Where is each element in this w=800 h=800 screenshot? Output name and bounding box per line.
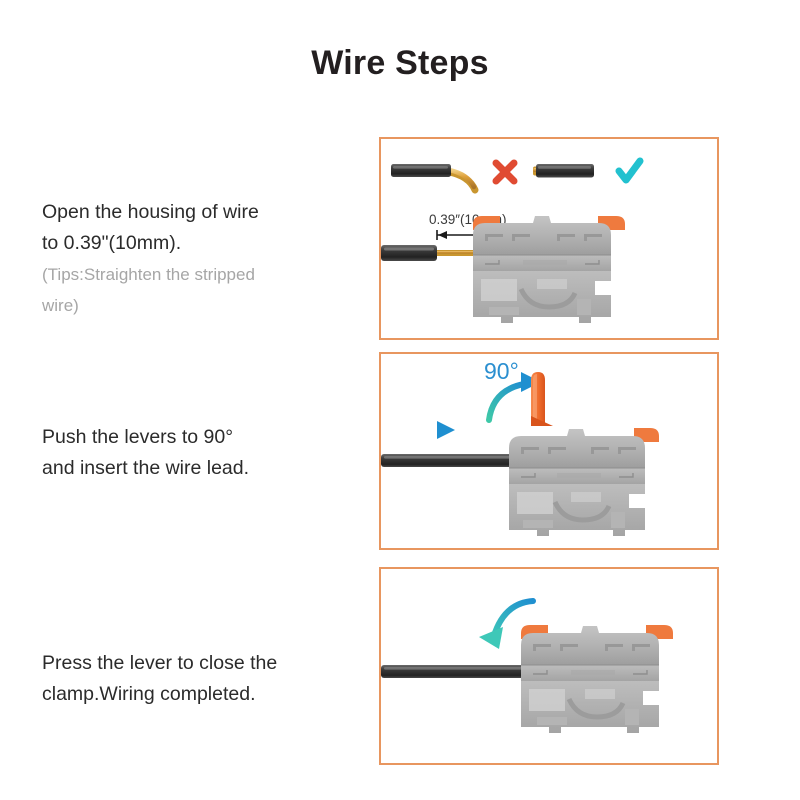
housing-cavity-right bbox=[537, 279, 567, 289]
step-2-main-text: Push the levers to 90° and insert the wi… bbox=[42, 426, 250, 479]
wire-lead-inserted bbox=[381, 665, 531, 678]
panel-2-illustration: 90° bbox=[381, 358, 659, 536]
housing-top-slots bbox=[485, 234, 602, 241]
bad-wire-insulation-highlight bbox=[393, 166, 448, 169]
din-rail-clip bbox=[566, 697, 626, 720]
check-mark-icon bbox=[615, 157, 644, 184]
housing-top-slots bbox=[533, 644, 650, 651]
good-wire-example bbox=[533, 164, 594, 178]
step-2-text-block: Push the levers to 90° and insert the wi… bbox=[42, 422, 362, 484]
step-1-text-block: Open the housing of wire to 0.39"(10mm).… bbox=[42, 197, 362, 321]
din-foot-right bbox=[611, 512, 625, 528]
wire-lead bbox=[381, 454, 521, 467]
housing-top-slots bbox=[521, 447, 636, 454]
housing-brand-mark bbox=[523, 260, 567, 265]
housing-upper bbox=[521, 626, 659, 665]
terminal-block bbox=[521, 625, 673, 733]
housing-upper bbox=[509, 429, 645, 468]
din-foot-left bbox=[537, 717, 567, 725]
wire-entry-marks bbox=[485, 260, 600, 265]
housing-brand-mark bbox=[571, 670, 615, 675]
din-foot-left bbox=[523, 520, 553, 528]
housing-cavity-left bbox=[481, 279, 517, 301]
illustration-panel-step-3 bbox=[379, 567, 719, 765]
housing-cavity-left bbox=[529, 689, 565, 711]
panel-3-illustration bbox=[381, 598, 673, 733]
main-wire-insulation-highlight bbox=[384, 247, 434, 251]
wire-lead-highlight bbox=[384, 456, 516, 459]
din-foot-left bbox=[489, 307, 519, 315]
main-wire-insulation bbox=[381, 245, 437, 261]
terminal-block bbox=[473, 216, 625, 323]
illustration-panel-step-1: 0.39″(10mm) bbox=[379, 137, 719, 340]
bad-wire-insulation bbox=[391, 164, 451, 177]
panel-1-illustration: 0.39″(10mm) bbox=[381, 157, 644, 323]
terminal-block bbox=[509, 372, 659, 536]
housing-upper bbox=[473, 216, 611, 255]
din-rail-clip bbox=[552, 500, 612, 523]
din-foot-right bbox=[577, 299, 591, 315]
bad-wire-example bbox=[391, 164, 479, 194]
step-3-text-block: Press the lever to close the clamp.Wirin… bbox=[42, 648, 362, 710]
step-1-tip-text: (Tips:Straighten the stripped wire) bbox=[42, 265, 255, 315]
step-3-main-text: Press the lever to close the clamp.Wirin… bbox=[42, 652, 278, 705]
step-1-main-text: Open the housing of wire to 0.39"(10mm). bbox=[42, 201, 259, 254]
wire-entry-marks bbox=[533, 670, 648, 675]
good-wire-insulation-highlight bbox=[538, 166, 591, 169]
cross-mark-icon bbox=[492, 159, 518, 185]
housing-brand-mark bbox=[557, 473, 601, 478]
illustration-panel-step-2: 90° bbox=[379, 352, 719, 550]
angle-label: 90° bbox=[484, 358, 519, 384]
main-copper-highlight bbox=[434, 251, 508, 254]
wire-lead-insulation bbox=[381, 665, 531, 678]
insert-arrow-right-icon bbox=[400, 421, 455, 439]
din-rail-clip bbox=[518, 287, 578, 310]
lever-open bbox=[531, 372, 553, 426]
housing-cavity-right bbox=[571, 492, 601, 502]
housing-cavity-right bbox=[585, 689, 615, 699]
wire-entry-marks bbox=[521, 473, 634, 478]
main-stripped-wire bbox=[381, 245, 508, 261]
housing-cavity-left bbox=[517, 492, 553, 514]
din-foot-right bbox=[625, 709, 639, 725]
lever-close-arrow-down-icon bbox=[479, 598, 536, 649]
wire-lead-insulation bbox=[381, 454, 521, 467]
page-title: Wire Steps bbox=[311, 44, 489, 82]
bent-copper-highlight bbox=[446, 167, 477, 190]
wire-lead-highlight bbox=[384, 667, 526, 670]
